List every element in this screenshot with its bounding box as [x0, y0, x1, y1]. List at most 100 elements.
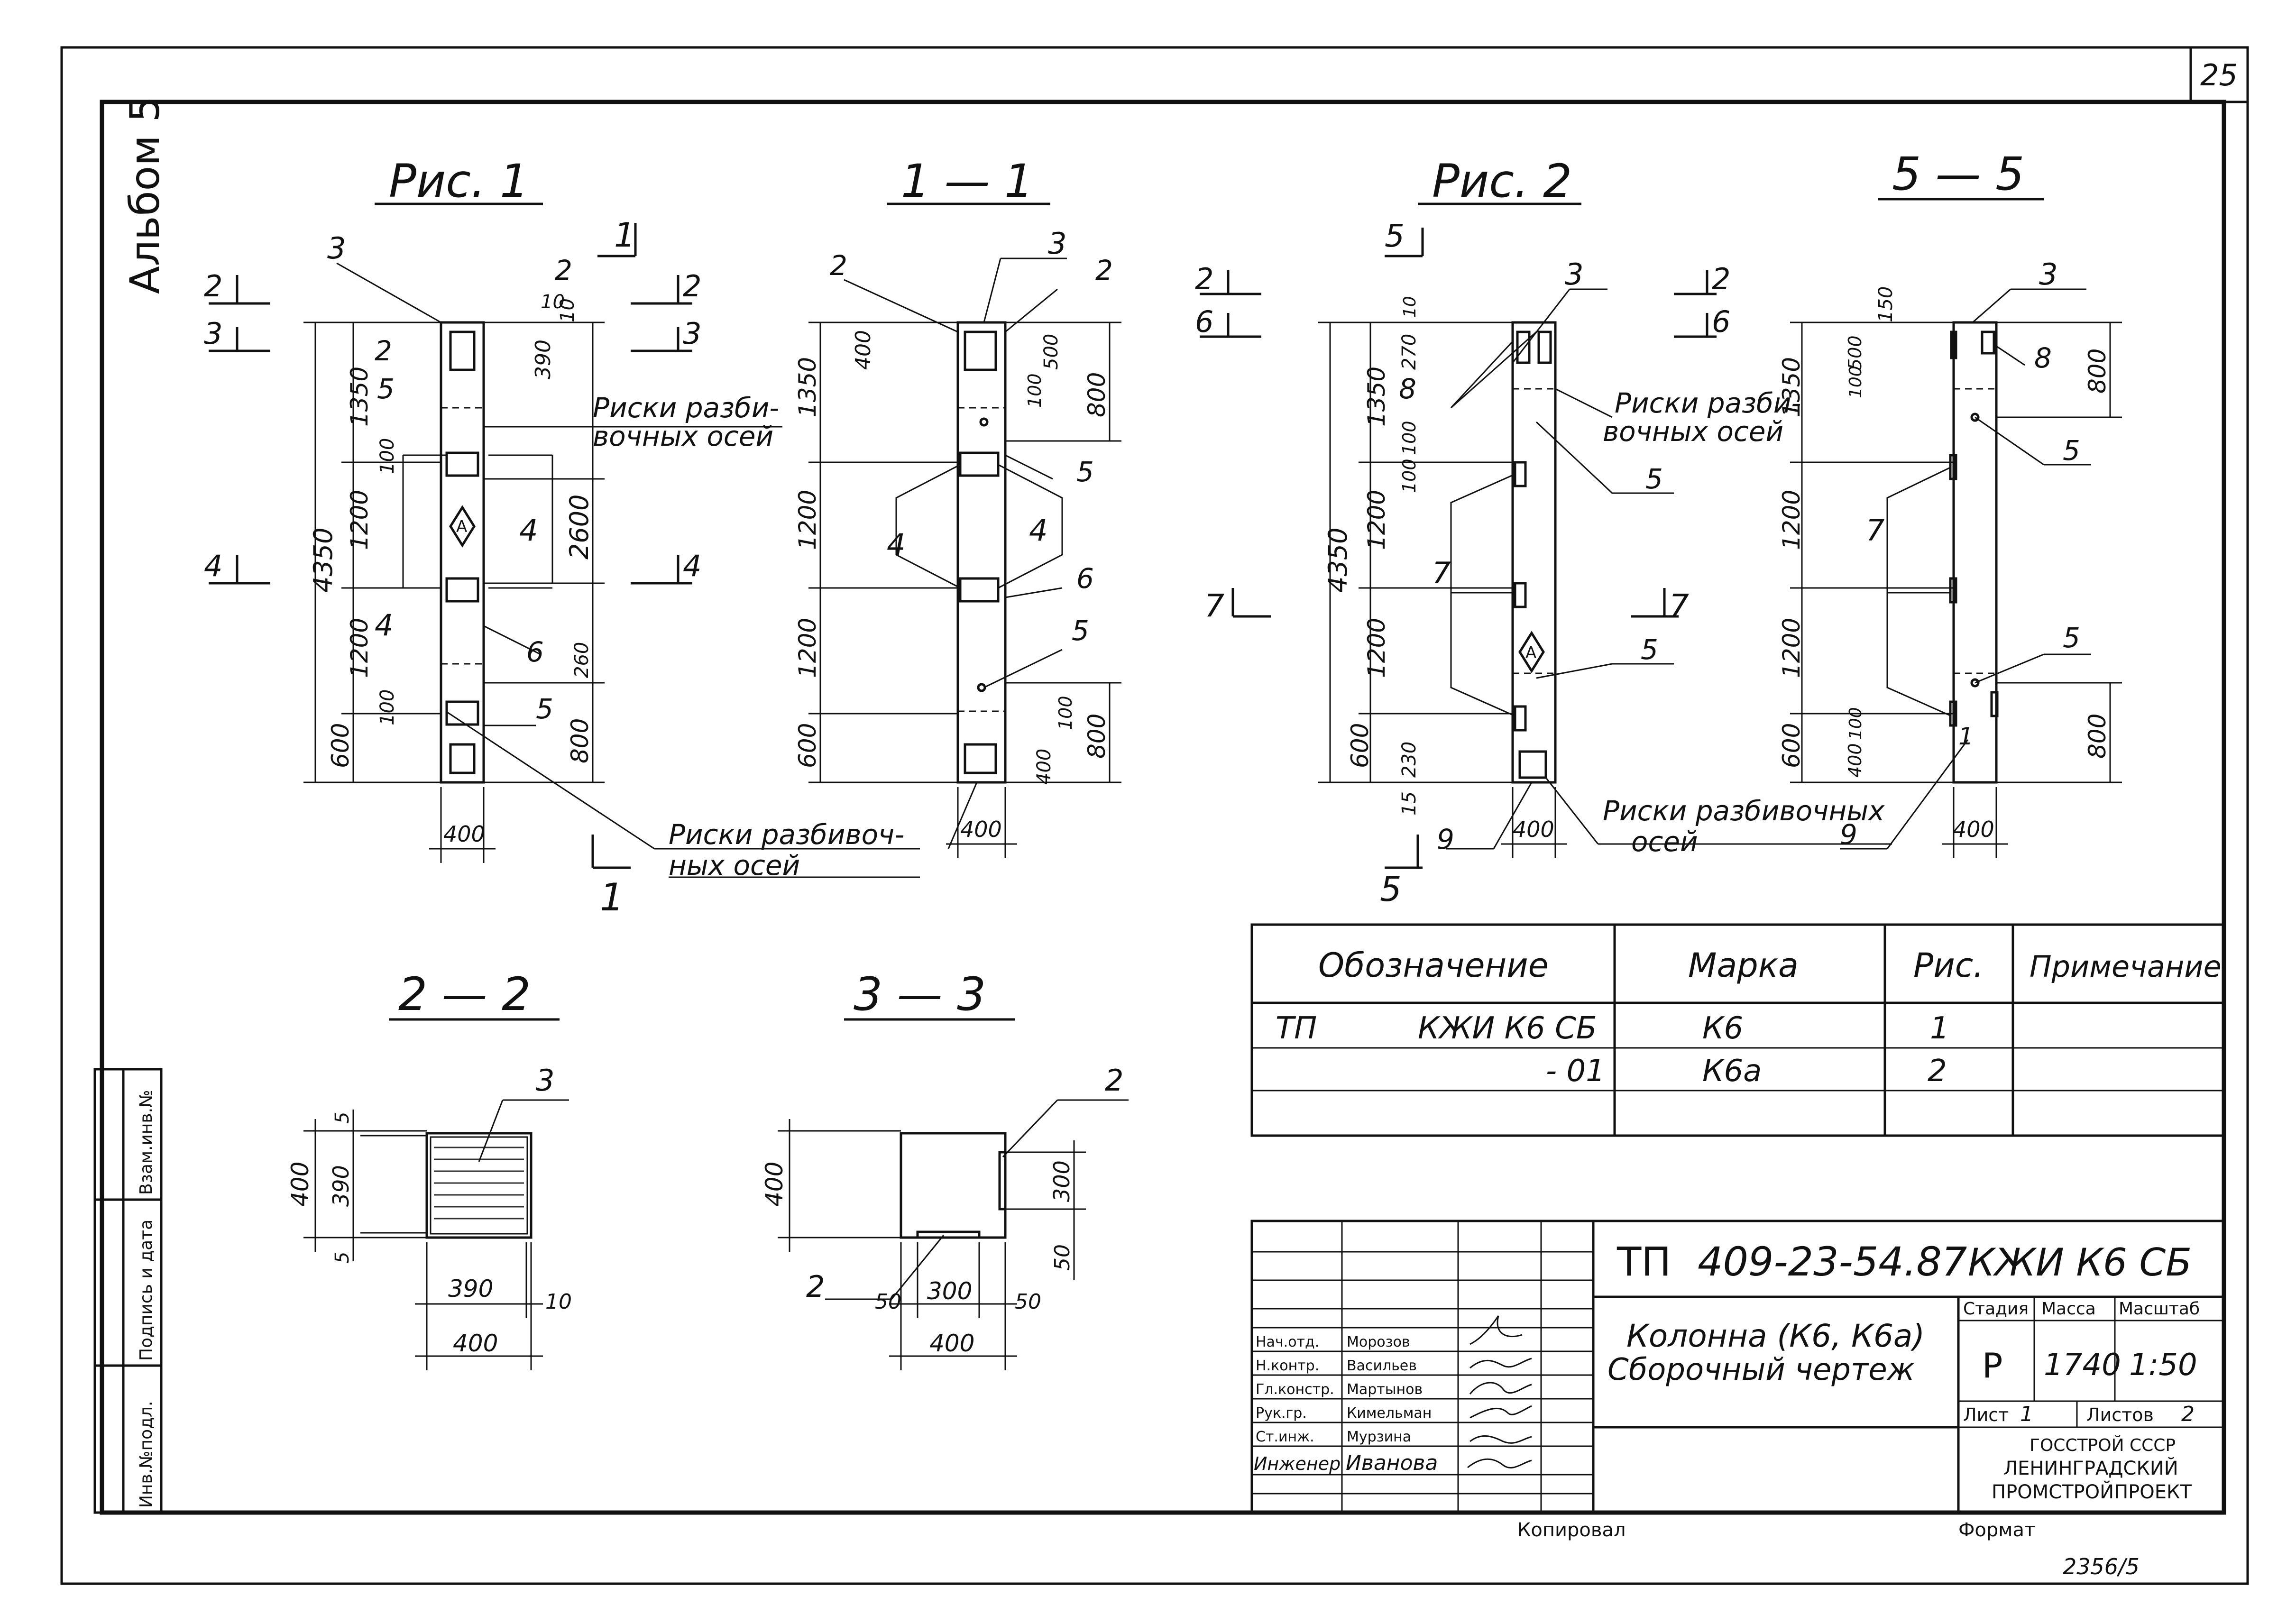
- tb-staff-name-5: Иванова: [1346, 1451, 1438, 1475]
- spec-row1-mark: К6: [1702, 1011, 1743, 1046]
- stamp-inv-podl: Инв.№подл.: [137, 1401, 156, 1508]
- sec55-n5a: 5: [2063, 434, 2080, 467]
- tb-staff-name-1: Васильев: [1347, 1358, 1417, 1374]
- tb-code-suffix: КЖИ К6 СБ: [1968, 1240, 2192, 1285]
- fig2-n9: 9: [1437, 823, 1454, 855]
- sec11-n4b: 4: [1029, 513, 1047, 548]
- album-label: Альбом 5: [121, 96, 169, 294]
- sec11-d1200b: 1200: [794, 618, 821, 678]
- sec11-d400a: 400: [851, 330, 875, 370]
- fig1-d800: 800: [566, 718, 594, 763]
- side-stamp-strip: Взам.инв.№ Подпись и дата Инв.№подл.: [93, 1068, 163, 1514]
- spec-row2-fig: 2: [1928, 1054, 1947, 1089]
- cut2-2r: 2: [1712, 262, 1730, 296]
- sec22-d5b: 5: [331, 1252, 353, 1264]
- sec55-d600: 600: [1778, 723, 1805, 768]
- sec11-d100: 100: [1024, 373, 1045, 408]
- cut2-5bot: 5: [1380, 869, 1402, 909]
- fig2-d1200b: 1200: [1363, 618, 1390, 678]
- fig1-d1200b: 1200: [346, 618, 373, 678]
- cut-3-right: 3: [683, 316, 701, 351]
- tb-org3: ПРОМСТРОЙПРОЕКТ: [1992, 1480, 2192, 1503]
- tb-code-number: 409-23-54.87: [1698, 1239, 1967, 1285]
- fig2-d1350: 1350: [1363, 367, 1390, 427]
- sec55-d100b: 100: [1846, 707, 1865, 740]
- stamp-podpis-data: Подпись и дата: [137, 1220, 156, 1361]
- fig2-d230: 230: [1398, 742, 1420, 778]
- fig1-riski-a: Риски разби-: [593, 392, 779, 424]
- riski4-a: Риски разбивочных: [1603, 795, 1885, 827]
- sec55-title: 5 — 5: [1892, 147, 2024, 201]
- fig1-d4350: 4350: [308, 528, 338, 593]
- sec55-n7: 7: [1866, 513, 1884, 548]
- spec-row2-mark: К6а: [1702, 1054, 1762, 1089]
- fig1-d2600: 2600: [564, 495, 594, 560]
- sec33-d50a: 50: [875, 1290, 901, 1314]
- footer-archive: 2356/5: [2063, 1554, 2140, 1579]
- sec22-title: 2 — 2: [398, 968, 531, 1021]
- sec33-title: 3 — 3: [854, 968, 986, 1021]
- tb-name-line1: Колонна (К6, К6а): [1626, 1318, 1925, 1354]
- fig1-n2: 2: [375, 335, 392, 367]
- tb-staff-name-3: Кимельман: [1347, 1405, 1432, 1422]
- cut-4-right: 4: [683, 549, 701, 583]
- tb-scale-header: Масштаб: [2119, 1299, 2200, 1319]
- fig2-d1200a: 1200: [1363, 490, 1390, 550]
- tb-staff-role-3: Рук.гр.: [1256, 1405, 1307, 1422]
- sec22-d400: 400: [286, 1162, 314, 1207]
- sec55-d800a: 800: [2084, 349, 2111, 394]
- spec-header-mark: Марка: [1688, 946, 1799, 985]
- cut-marks-fig1: [209, 223, 692, 869]
- sec33-d400h: 400: [929, 1330, 974, 1357]
- fig1-n5b: 5: [536, 693, 553, 725]
- sec33-d300h: 300: [927, 1277, 972, 1305]
- fig1-d100b: 100: [377, 689, 398, 725]
- fig1-d1200a: 1200: [346, 490, 373, 550]
- sec22-n3: 3: [536, 1063, 554, 1098]
- tb-org1: ГОССТРОЙ СССР: [2030, 1435, 2176, 1455]
- tb-stage-header: Стадия: [1963, 1299, 2029, 1319]
- tb-mass-header: Масса: [2041, 1299, 2096, 1319]
- sec11-n2a: 2: [830, 249, 847, 282]
- tb-scale: 1:50: [2129, 1348, 2197, 1383]
- tb-code-prefix: ТП: [1616, 1239, 1671, 1285]
- sec11-d800a: 800: [1083, 372, 1111, 417]
- fig1-d1350: 1350: [346, 367, 373, 427]
- spec-row1-fig: 1: [1930, 1011, 1949, 1046]
- fig2-column: A: [1318, 288, 1892, 858]
- sec11-n5b: 5: [1072, 615, 1089, 647]
- sec55-d100: 100: [1846, 366, 1865, 398]
- riski2-b: ных осей: [669, 849, 800, 881]
- riski4-b: осей: [1631, 826, 1698, 858]
- sec11-title: 1 — 1: [901, 155, 1033, 208]
- sec11-n4a: 4: [887, 527, 905, 562]
- fig1-d10: 10: [557, 298, 579, 322]
- tb-sheet-value: 1: [2020, 1402, 2033, 1426]
- sec55-n8: 8: [2034, 342, 2052, 374]
- sec33-drawing: [778, 1099, 1129, 1370]
- cut-1-bottom: 1: [600, 875, 624, 919]
- fig1-riski-b: вочных осей: [593, 420, 773, 452]
- cut2-7r: 7: [1669, 587, 1689, 624]
- tb-org2: ЛЕНИНГРАДСКИЙ: [2003, 1457, 2178, 1479]
- tb-staff-role-1: Н.контр.: [1256, 1358, 1319, 1374]
- tb-staff-role-5: Инженер: [1254, 1453, 1341, 1474]
- spec-header-fig: Рис.: [1913, 946, 1984, 985]
- tb-sheets-value: 2: [2181, 1402, 2195, 1426]
- fig1-column: A: [303, 262, 920, 863]
- spec-header-designation: Обозначение: [1318, 946, 1549, 985]
- fig1-d400: 400: [443, 821, 485, 847]
- sec33-d50v: 50: [1050, 1244, 1075, 1271]
- tb-staff-role-2: Гл.констр.: [1256, 1381, 1334, 1398]
- sec55-n9: 9: [1840, 818, 1857, 851]
- fig1-title: Рис. 1: [389, 155, 529, 208]
- fig1-n5: 5: [377, 373, 395, 405]
- sec11-d800b: 800: [1083, 714, 1111, 759]
- page-number: 25: [2200, 58, 2238, 92]
- title-block: [1250, 1220, 2225, 1514]
- cut-marks-fig2: [1200, 228, 1717, 869]
- sec11-column: [808, 257, 1121, 858]
- fig1-d600: 600: [327, 723, 354, 768]
- spec-header-note: Примечание: [2030, 949, 2222, 984]
- spec-table: [1250, 923, 2225, 1137]
